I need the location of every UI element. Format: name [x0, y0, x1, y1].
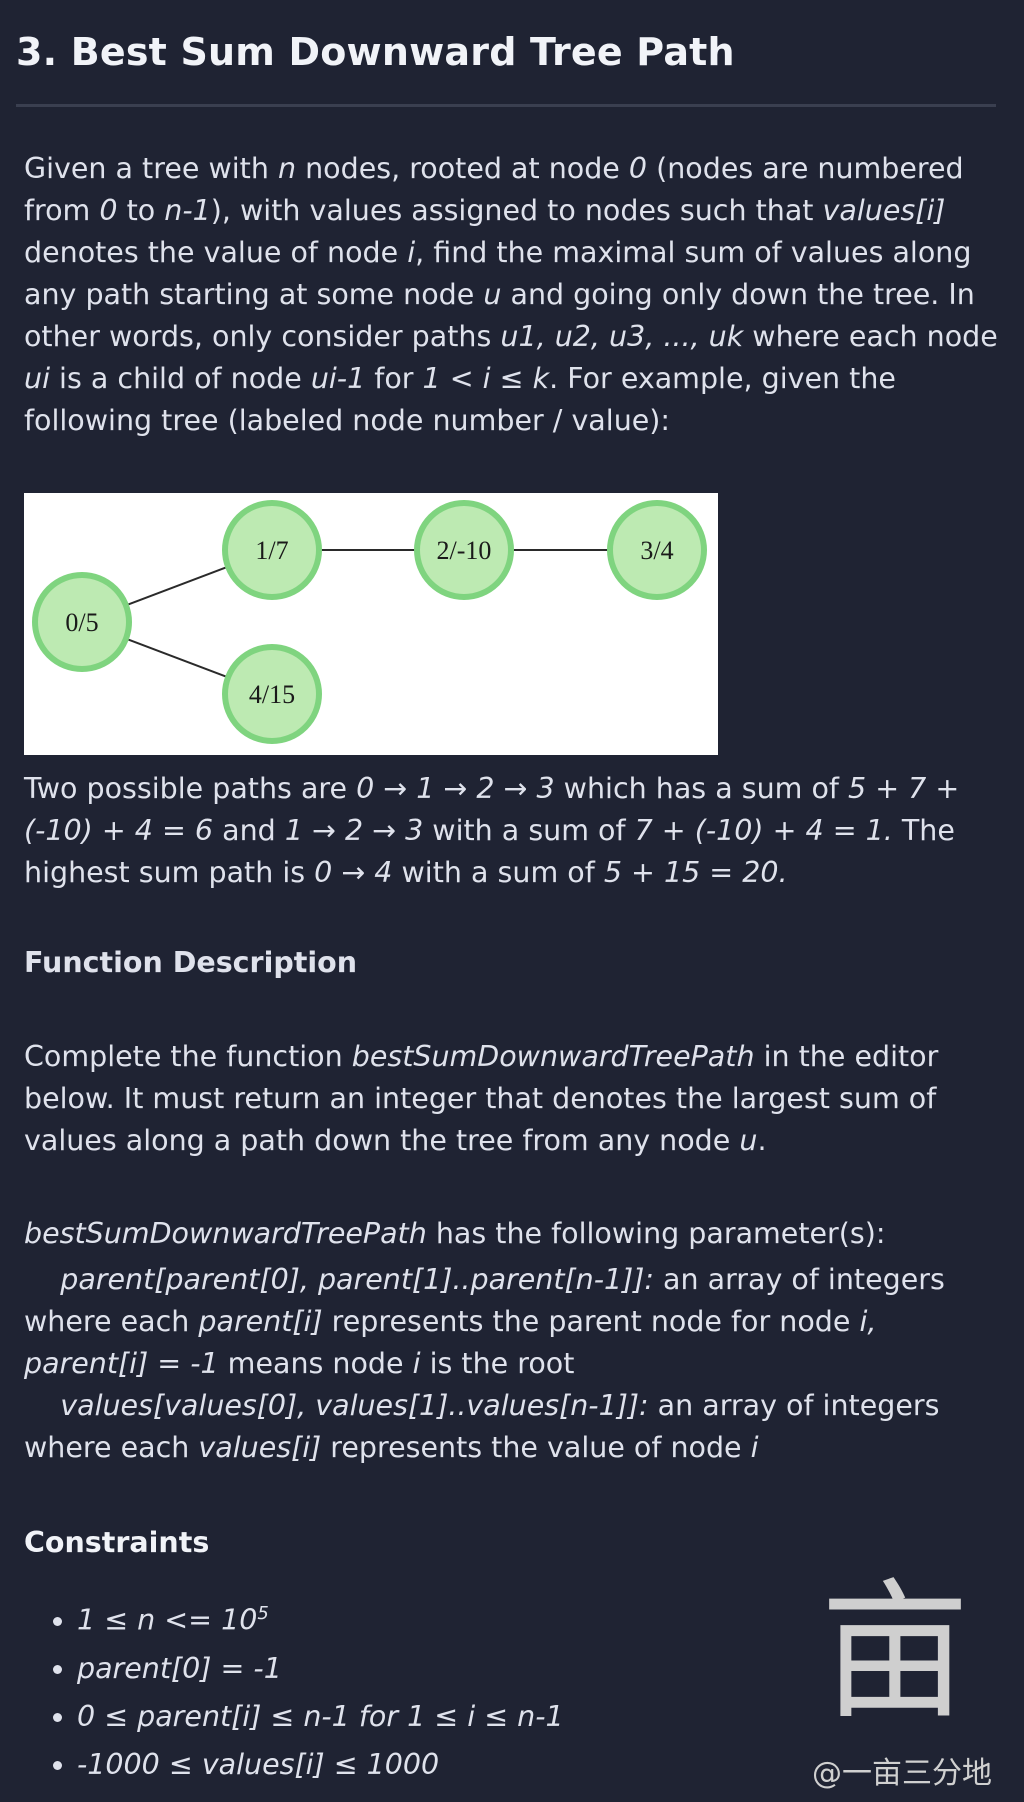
function-description-heading: Function Description — [24, 946, 358, 979]
tree-node: 4/15 — [222, 644, 322, 744]
tree-node-circle — [414, 500, 514, 600]
example-paragraph: Two possible paths are 0 → 1 → 2 → 3 whi… — [24, 772, 960, 889]
tree-node-circle — [222, 644, 322, 744]
constraints-list: 1 ≤ n <= 105 parent[0] = -1 0 ≤ parent[i… — [24, 1590, 564, 1789]
tree-node-label: 3/4 — [640, 536, 673, 565]
title-divider — [16, 104, 996, 107]
tree-node: 3/4 — [607, 500, 707, 600]
watermark-text: @一亩三分地 — [812, 1756, 992, 1791]
page-title: 3. Best Sum Downward Tree Path — [16, 30, 735, 74]
constraints-heading: Constraints — [24, 1526, 210, 1559]
tree-diagram: 0/5 1/7 2/-10 3/4 4/15 — [24, 493, 718, 755]
constraint-item: parent[0] = -1 — [77, 1645, 564, 1693]
tree-node-circle — [32, 572, 132, 672]
tree-node: 1/7 — [222, 500, 322, 600]
tree-node-label: 1/7 — [255, 536, 288, 565]
constraint-item: 1 ≤ n <= 105 — [77, 1590, 564, 1645]
tree-node: 0/5 — [32, 572, 132, 672]
function-description: Complete the function bestSumDownwardTre… — [24, 1040, 939, 1157]
tree-nodes: 0/5 1/7 2/-10 3/4 4/15 — [32, 500, 707, 744]
tree-node: 2/-10 — [414, 500, 514, 600]
tree-node-label: 4/15 — [249, 680, 295, 709]
parameters-intro: bestSumDownwardTreePath has the followin… — [24, 1217, 886, 1250]
constraint-item: 0 ≤ parent[i] ≤ n-1 for 1 ≤ i ≤ n-1 — [77, 1693, 564, 1741]
parameter-values: values[values[0], values[1]..values[n-1]… — [24, 1389, 940, 1464]
watermark-logo: 亩 — [820, 1566, 971, 1740]
parameter-parent: parent[parent[0], parent[1]..parent[n-1]… — [24, 1263, 945, 1380]
tree-node-circle — [607, 500, 707, 600]
tree-edges — [81, 549, 657, 695]
constraint-item: -1000 ≤ values[i] ≤ 1000 — [77, 1741, 564, 1789]
tree-node-label: 0/5 — [65, 608, 98, 637]
tree-node-label: 2/-10 — [437, 536, 492, 565]
parameters-block: bestSumDownwardTreePath has the followin… — [24, 1213, 999, 1469]
intro-paragraph: Given a tree with n nodes, rooted at nod… — [24, 152, 998, 437]
tree-node-circle — [222, 500, 322, 600]
